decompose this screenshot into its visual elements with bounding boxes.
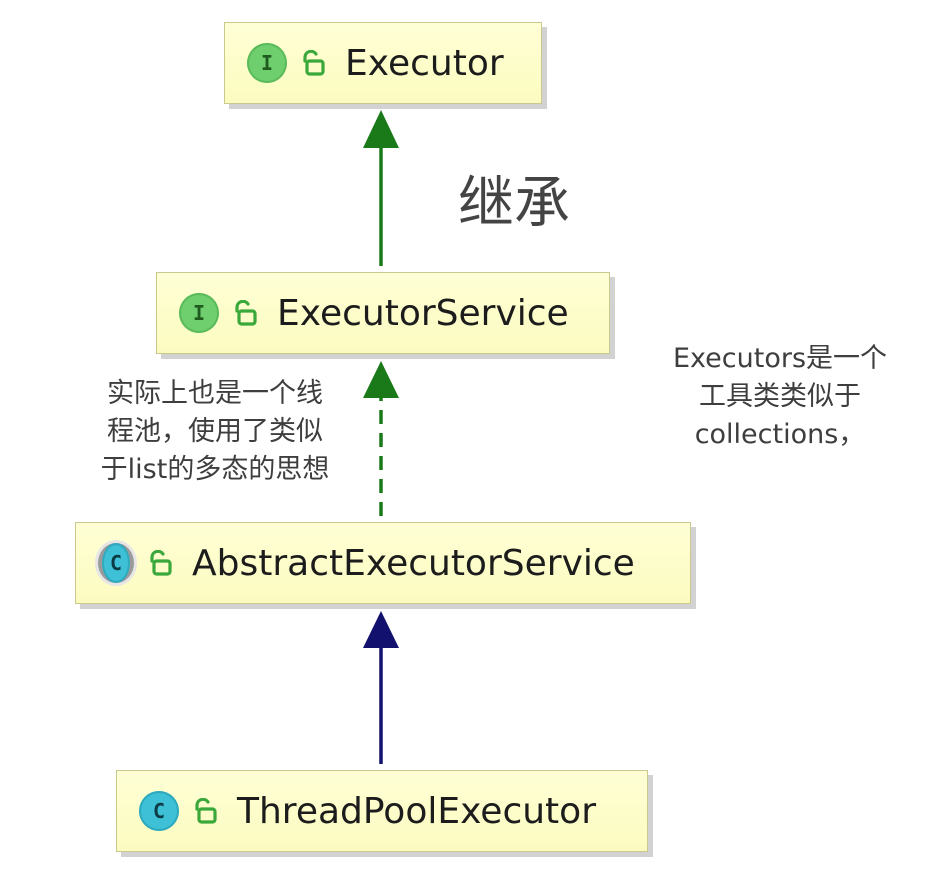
annotation-right-note: Executors是一个 工具类类似于 collections， — [672, 343, 888, 450]
arrowhead-icon — [363, 110, 399, 148]
edge-executorservice-to-executor — [363, 110, 399, 266]
interface-badge-icon: I — [247, 43, 287, 83]
open-lock-icon — [195, 798, 217, 824]
interface-badge-icon: I — [179, 293, 219, 333]
class-badge-icon: C — [139, 791, 179, 831]
node-executor-service[interactable]: I ExecutorService — [156, 272, 610, 354]
node-label-thread-pool-executor: ThreadPoolExecutor — [237, 790, 596, 832]
node-label-abstract-executor-service: AbstractExecutorService — [192, 542, 635, 584]
open-lock-icon — [235, 300, 257, 326]
node-executor[interactable]: I Executor — [224, 22, 542, 104]
annotation-inheritance: 继承 — [458, 171, 570, 236]
edge-threadpoolexecutor-to-abstractexecutorservice — [363, 611, 399, 764]
arrowhead-icon — [363, 611, 399, 648]
arrowhead-icon — [363, 361, 399, 398]
node-thread-pool-executor[interactable]: C ThreadPoolExecutor — [116, 770, 648, 852]
annotation-left-note: 实际上也是一个线 程池，使用了类似 于list的多态的思想 — [100, 378, 330, 485]
node-label-executor-service: ExecutorService — [277, 292, 569, 334]
abstract-class-badge-icon: C — [98, 543, 134, 583]
edge-abstractexecutorservice-to-executorservice — [363, 361, 399, 516]
node-label-executor: Executor — [345, 42, 504, 84]
open-lock-icon — [303, 50, 325, 76]
open-lock-icon — [150, 550, 172, 576]
node-abstract-executor-service[interactable]: C AbstractExecutorService — [75, 522, 691, 604]
